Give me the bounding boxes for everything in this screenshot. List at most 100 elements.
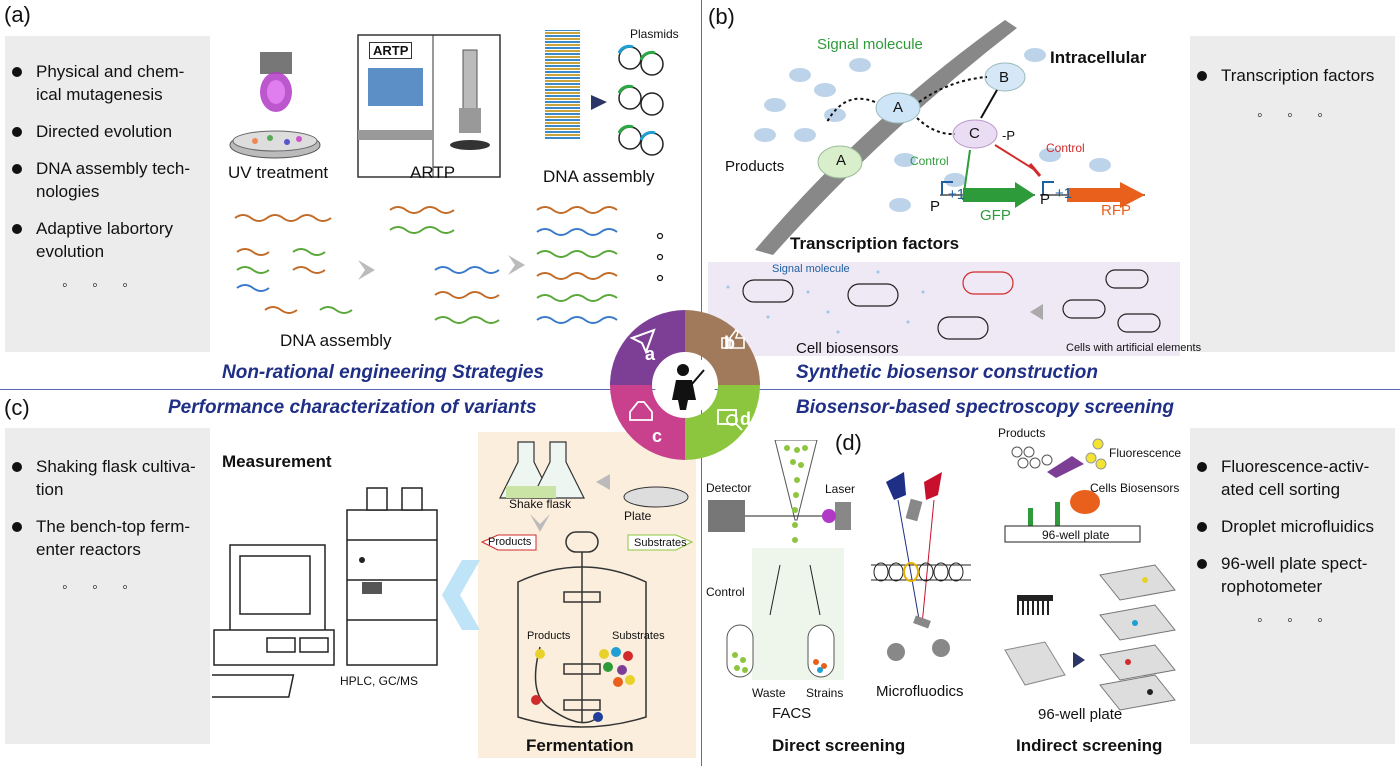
phospho-label: -P (1002, 128, 1015, 143)
laser-icon (835, 502, 851, 530)
cells-biosensors-label: Cells Biosensors (1090, 481, 1180, 495)
measurement-label: Measurement (222, 452, 332, 471)
signal-molecule-label: Signal molecule (817, 36, 923, 53)
back-arrow-icon (442, 560, 480, 630)
products-inner-label: Products (527, 630, 571, 642)
hplc-label: HPLC, GC/MS (340, 674, 419, 688)
plate-label: Plate (624, 509, 652, 523)
waste-label: Waste (752, 686, 786, 700)
cell-biosensors-label: Cell biosensors (796, 340, 899, 357)
transcription-factors-label: Transcription factors (790, 234, 960, 253)
list-item: Droplet microfluidics (1197, 515, 1392, 538)
signal-molecules-icon (754, 48, 1111, 212)
ellipsis: ◦ ◦ ◦ (1257, 107, 1333, 124)
ellipsis: ◦ ◦ ◦ (62, 277, 138, 294)
arrow-icon (1073, 652, 1085, 668)
node-a-bottom: A (836, 152, 847, 169)
products-tag-label: Products (488, 536, 532, 548)
plasmids-icon (617, 44, 664, 156)
control-label: Control (706, 585, 745, 599)
facs-diagram (708, 440, 851, 678)
cells-artificial-label: Cells with artificial elements (1066, 342, 1202, 354)
intracellular-label: Intracellular (1050, 48, 1147, 67)
node-b: B (999, 69, 1010, 86)
wheel-label-a: a (645, 344, 656, 364)
multichannel-pipette-icon (1017, 595, 1053, 615)
ellipsis: ◦ ◦ ◦ (62, 579, 138, 596)
wheel-label-d: d (740, 409, 751, 429)
arrow-icon (358, 260, 375, 280)
stacked-plates-icon (1099, 564, 1176, 711)
dna-assembly-bottom-label: DNA assembly (280, 331, 392, 350)
laser-label: Laser (825, 482, 856, 496)
artp-box-label: ARTP (369, 42, 413, 59)
thumbs-up-icon (721, 328, 745, 349)
rfp-gene-icon (1040, 181, 1145, 208)
plus1-label-1: +1 (948, 186, 966, 203)
strains-label: Strains (806, 686, 844, 700)
substrates-dots-icon (599, 647, 635, 687)
fermentation-diagram (480, 441, 694, 728)
shake-flask-label: Shake flask (509, 497, 572, 511)
list-item: 96-well plate spect- rophotometer (1197, 552, 1392, 598)
header-synthetic: Synthetic biosensor construction (796, 362, 1098, 383)
header-spectroscopy: Biosensor-based spectroscopy screening (796, 397, 1175, 418)
header-performance: Performance characterization of variants (168, 397, 537, 418)
node-c: C (969, 125, 980, 142)
ellipsis-dots-icon (656, 232, 664, 282)
list-item: The bench-top ferm- enter reactors (12, 515, 207, 561)
left-bottom-list-box (5, 428, 210, 744)
flask-icon (629, 401, 653, 421)
arrow-icon (1030, 304, 1043, 320)
arrow-icon (530, 514, 550, 532)
tip-rack-icon (1004, 641, 1066, 686)
indirect-screening-label: Indirect screening (1016, 736, 1163, 755)
panel-label-c: (c) (4, 395, 30, 420)
node-a-top: A (893, 99, 904, 116)
fermenter-icon (517, 531, 647, 728)
dna-assembly-diagram-icon (234, 206, 500, 324)
paper-plane-icon (629, 328, 656, 355)
control-green-label: Control (910, 154, 949, 168)
control-red-label: Control (1046, 141, 1085, 155)
list-item: Fluorescence-activ- ated cell sorting (1197, 455, 1392, 501)
header-nonrational: Non-rational engineering Strategies (222, 362, 544, 383)
rfp-label: RFP (1101, 202, 1131, 219)
signal-molecule-small-label: Signal molecule (772, 263, 850, 275)
plus1-label-2: +1 (1055, 185, 1073, 202)
hplc-computer-icon (212, 487, 438, 698)
panel-label-a: (a) (4, 2, 31, 27)
list-item: Directed evolution (12, 120, 207, 143)
products-label: Products (725, 158, 785, 175)
indirect-screening-diagram (1004, 438, 1176, 711)
dna-assembly-top-label: DNA assembly (543, 167, 655, 186)
left-top-list-box (5, 36, 210, 352)
substrates-inner-label: Substrates (612, 630, 665, 642)
microfluidics-diagram (871, 472, 971, 661)
wheel-segment-d (685, 385, 760, 460)
facs-label: FACS (772, 705, 812, 722)
microfluodics-label: Microfluodics (876, 683, 964, 700)
wheel-label-c: c (652, 426, 663, 446)
center-wheel (610, 310, 760, 460)
shake-flask-icon (499, 441, 585, 499)
assembled-dna-rows-icon (536, 206, 618, 324)
panel-label-b: (b) (708, 4, 735, 29)
list-item: DNA assembly tech- nologies (12, 157, 207, 203)
well-plate-top-label: 96-well plate (1042, 528, 1110, 542)
magnifier-icon (717, 409, 743, 431)
uv-lamp-icon (229, 52, 321, 159)
wheel-segment-c (610, 385, 685, 460)
direct-screening-label: Direct screening (772, 736, 906, 755)
fermentation-label: Fermentation (526, 736, 634, 755)
panel-a-graphics (229, 30, 664, 324)
promoter-label-2: P (1040, 191, 1051, 208)
list-item: Physical and chem- ical mutagenesis (12, 60, 207, 106)
list-item: Adaptive labortory evolution (12, 217, 207, 263)
plasmids-label: Plasmids (630, 27, 679, 41)
right-top-list-box (1190, 36, 1395, 352)
biosensor-strip-bg (708, 262, 1180, 356)
detector-icon (708, 500, 745, 532)
